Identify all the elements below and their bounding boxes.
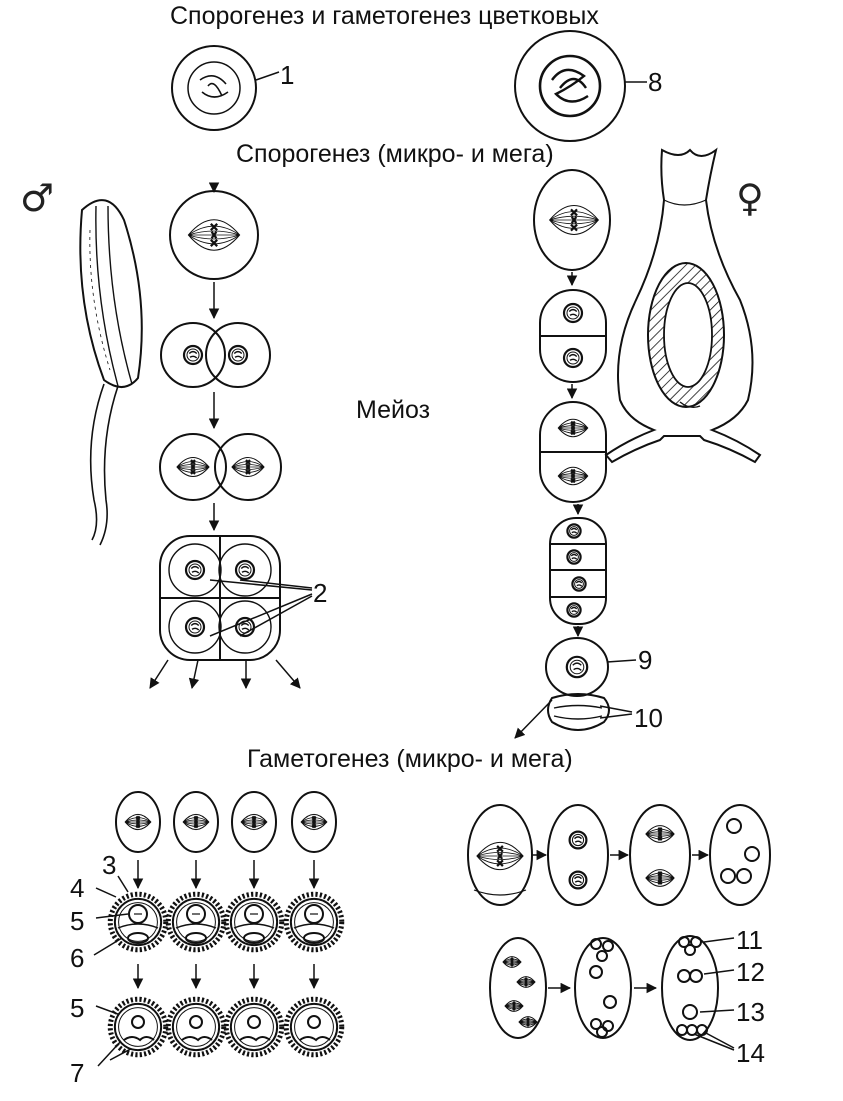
microsporocyte-metaphase (170, 191, 258, 279)
gametogenesis-heading: Гаметогенез (микро- и мега) (247, 745, 573, 773)
label-8: 8 (648, 67, 663, 97)
label-7: 7 (70, 1058, 85, 1088)
microspore-dyad-metaphase (160, 434, 281, 500)
functional-megaspore-9 (546, 638, 636, 696)
label-2: 2 (313, 578, 328, 608)
sporogenesis-heading: Спорогенез (микро- и мега) (236, 140, 554, 168)
label-10: 10 (634, 703, 663, 733)
label-5-upper: 5 (70, 906, 85, 936)
microspore-dyad (161, 323, 270, 387)
microgametogenesis-arrows-1 (132, 860, 320, 890)
binucleate-pollen-row (110, 894, 342, 950)
label-2-leaders (210, 580, 312, 636)
megaspore-dyad (540, 290, 606, 382)
embryo-sac-development-row-1 (468, 805, 770, 905)
megasporocyte-cell-8 (515, 31, 647, 141)
label-4: 4 (70, 873, 85, 903)
pistil-ovary (606, 150, 760, 462)
female-meiosis-arrows (514, 272, 584, 739)
microgametogenesis-arrows-2 (132, 964, 320, 990)
label-9: 9 (638, 645, 653, 675)
stamen-anther (80, 200, 141, 545)
female-symbol: ♀ (736, 176, 764, 220)
label-1: 1 (280, 60, 295, 90)
male-symbol: ♂ (20, 176, 55, 220)
degenerating-megaspores-10 (548, 694, 632, 730)
label-13: 13 (736, 997, 765, 1027)
diagram-title: Спорогенез и гаметогенез цветковых (170, 2, 599, 30)
embryo-sac-development-row-2 (490, 936, 718, 1040)
microsporocyte-cell-1 (172, 46, 279, 130)
label-14: 14 (736, 1038, 765, 1068)
label-6: 6 (70, 943, 85, 973)
microspore-mitosis-row (116, 792, 336, 852)
mature-pollen-row (110, 999, 342, 1055)
label-3: 3 (102, 850, 117, 880)
label-11: 11 (736, 925, 763, 955)
megaspore-tetrad (550, 518, 606, 624)
megasporocyte-metaphase (534, 170, 610, 270)
megaspore-dyad-metaphase (540, 402, 606, 502)
meiosis-heading: Мейоз (356, 396, 431, 424)
embryo-sac-label-leaders (694, 938, 734, 1050)
label-12: 12 (736, 957, 765, 987)
microspore-tetrad (160, 536, 280, 660)
male-meiosis-arrows (150, 182, 301, 690)
label-5-lower: 5 (70, 993, 85, 1023)
